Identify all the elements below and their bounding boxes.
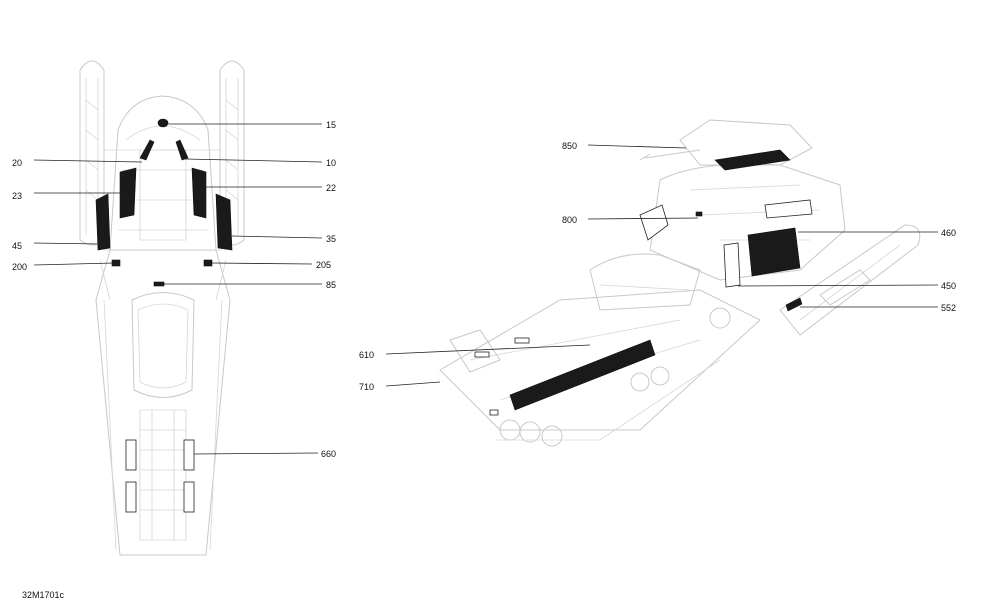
bogie-wheels — [499, 307, 731, 447]
callout-23: 23 — [12, 191, 22, 201]
figure-code: 32M1701c — [22, 590, 65, 600]
callout-35: 35 — [326, 234, 336, 244]
callout-22: 22 — [326, 183, 336, 193]
callout-552: 552 — [941, 303, 956, 313]
decal-10-20-hood-strips — [139, 139, 189, 161]
callout-10: 10 — [326, 158, 336, 168]
decal-23-left-side-panel — [119, 167, 137, 219]
callout-660: 660 — [321, 449, 336, 459]
callout-20: 20 — [12, 158, 22, 168]
callout-460: 460 — [941, 228, 956, 238]
callout-450: 450 — [941, 281, 956, 291]
decal-800-hood-side — [639, 204, 703, 241]
decal-35-right-lower-panel — [215, 193, 233, 251]
callout-610: 610 — [359, 350, 374, 360]
callout-710: 710 — [359, 382, 374, 392]
decal-15-logo — [157, 118, 169, 128]
top-view-snowmobile — [79, 60, 245, 556]
decal-450-lower-panel — [723, 242, 741, 288]
decal-45-left-lower-panel — [95, 193, 111, 251]
leader-lines — [33, 123, 939, 455]
decal-22-right-side-panel — [191, 167, 207, 219]
callout-850: 850 — [562, 141, 577, 151]
callout-85: 85 — [326, 280, 336, 290]
callout-205: 205 — [316, 260, 331, 270]
decal-610-tunnel-side — [509, 339, 656, 411]
decal-850-windshield — [714, 149, 791, 171]
decal-460-side-panel — [747, 199, 813, 277]
decal-85-tunnel-front — [153, 281, 165, 287]
callout-45: 45 — [12, 241, 22, 251]
callout-800: 800 — [562, 215, 577, 225]
callout-15: 15 — [326, 120, 336, 130]
decal-552-ski — [785, 297, 803, 312]
decal-660-tunnel-rear — [125, 439, 195, 513]
decal-710-rear-rack — [474, 337, 530, 416]
callout-labels: 15 10 20 22 23 35 45 200 205 85 660 850 … — [12, 120, 956, 459]
iso-view-snowmobile — [439, 119, 921, 447]
decal-200-205-small — [111, 259, 213, 267]
tunnel-top — [95, 249, 231, 556]
callout-200: 200 — [12, 262, 27, 272]
